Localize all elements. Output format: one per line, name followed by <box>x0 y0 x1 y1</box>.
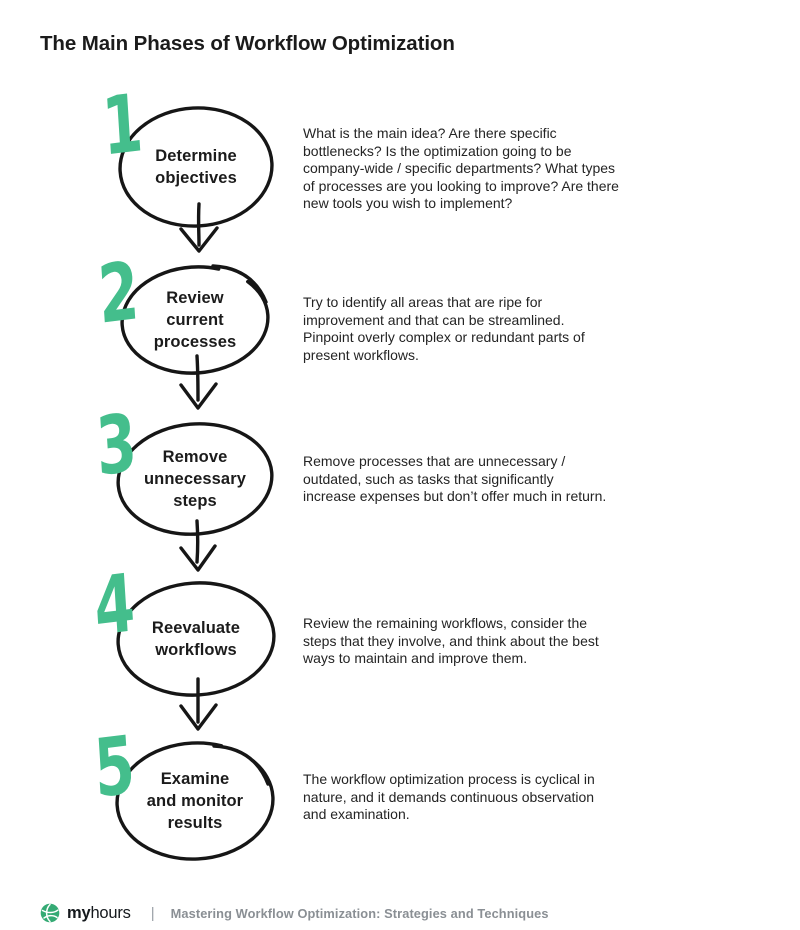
step-5-description: The workflow optimization process is cyc… <box>303 771 595 822</box>
step-2-label: Review current processes <box>153 289 237 351</box>
step-4-circle <box>116 581 276 697</box>
myhours-logo-icon <box>40 903 60 923</box>
step-4-description: Review the remaining workflows, consider… <box>303 615 599 666</box>
step-2-circle-overlap <box>211 264 268 304</box>
step-5-circle-overlap <box>212 744 270 786</box>
arrow-1-down-icon <box>179 202 219 253</box>
brand-my: my <box>67 903 91 922</box>
step-1-label: Determine objectives <box>155 147 237 187</box>
step-1-description: What is the main idea? Are there specifi… <box>303 125 619 211</box>
step-2-description: Try to identify all areas that are ripe … <box>303 294 585 363</box>
step-3-description: Remove processes that are unnecessary / … <box>303 453 607 504</box>
page-title: The Main Phases of Workflow Optimization <box>40 32 455 55</box>
brand-hours: hours <box>90 903 131 922</box>
step-5-circle <box>115 741 275 861</box>
footer-divider: | <box>150 904 155 922</box>
footer-caption: Mastering Workflow Optimization: Strateg… <box>170 905 549 921</box>
step-3-label: Remove unnecessary steps <box>144 448 246 510</box>
step-4-label: Reevaluate workflows <box>151 619 241 659</box>
arrow-3-down-icon <box>179 519 217 572</box>
step-3-circle <box>116 422 274 536</box>
arrow-4-down-icon <box>179 677 218 731</box>
arrow-2-down-icon <box>179 354 218 410</box>
step-5-label: Examine and monitor results <box>146 770 244 832</box>
